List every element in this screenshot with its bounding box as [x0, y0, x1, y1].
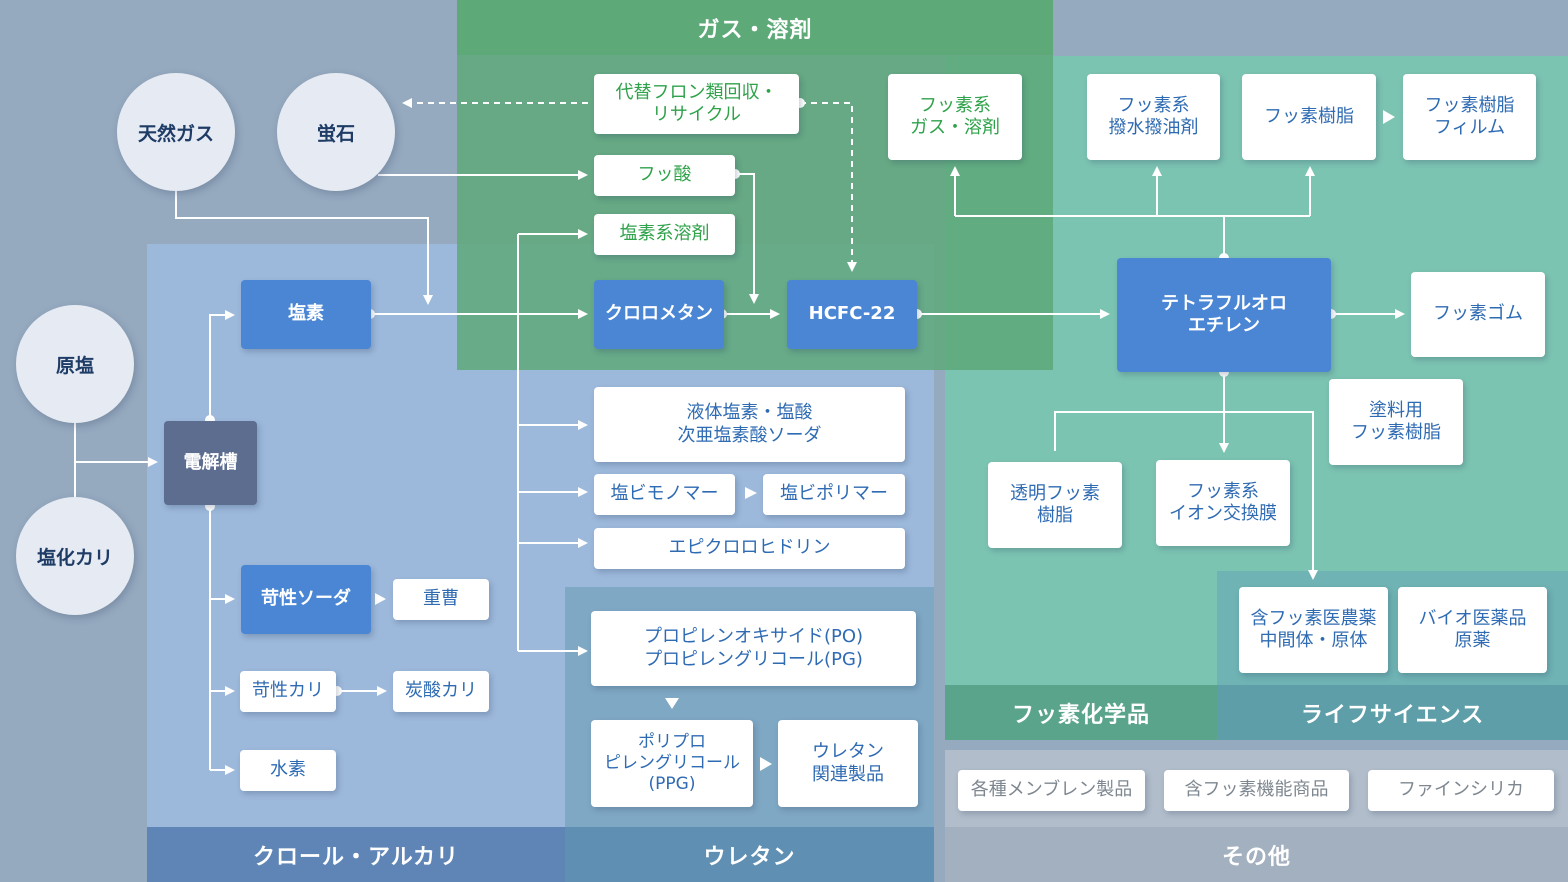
- natural-gas-label: 天然ガス: [137, 122, 214, 145]
- water-oil-repellent-node: フッ素系 撥水撥油剤: [1087, 74, 1220, 160]
- section-fluoro-chem: フッ素化学品: [945, 685, 1217, 740]
- hydrofluoric-acid-node: フッ酸: [594, 155, 735, 196]
- section-fluoro-chem-label: フッ素化学品: [1011, 702, 1150, 728]
- cfc-recycle-label: 代替フロン類回収・ リサイクル: [615, 81, 778, 126]
- sodium-bicarb-node: 重曹: [393, 579, 489, 620]
- hcfc22-node: HCFC-22: [787, 280, 917, 349]
- raw-salt-circle: 原塩: [16, 305, 134, 423]
- membrane-products-label: 各種メンブレン製品: [970, 779, 1133, 801]
- electrolysis-node: 電解槽: [164, 421, 257, 505]
- pharma-intermediate-node: 含フッ素医農薬 中間体・原体: [1239, 587, 1388, 673]
- tfe-node: テトラフルオロ エチレン: [1117, 258, 1331, 372]
- potassium-chloride-label: 塩化カリ: [36, 546, 113, 569]
- section-life-science: ライフサイエンス: [1217, 685, 1568, 740]
- section-chlor-alkali: クロール・アルカリ: [147, 827, 565, 882]
- potassium-carbonate-label: 炭酸カリ: [405, 680, 477, 702]
- hydrofluoric-acid-label: フッ酸: [637, 164, 692, 186]
- chlorinated-solvents-label: 塩素系溶剤: [619, 223, 710, 245]
- chloromethane-label: クロロメタン: [605, 303, 713, 325]
- sodium-bicarb-label: 重曹: [423, 588, 459, 610]
- fluoro-functional-label: 含フッ素機能商品: [1184, 779, 1329, 801]
- fine-silica-label: ファインシリカ: [1398, 779, 1524, 801]
- ppg-node: ポリプロ ピレングリコール (PPG): [591, 720, 753, 807]
- fluoro-rubber-label: フッ素ゴム: [1433, 303, 1523, 325]
- section-chlor-alkali-label: クロール・アルカリ: [252, 844, 460, 870]
- section-others: その他: [945, 827, 1568, 882]
- potassium-carbonate-node: 炭酸カリ: [393, 671, 489, 712]
- section-urethane: ウレタン: [565, 827, 934, 882]
- caustic-potash-node: 苛性カリ: [240, 671, 336, 712]
- natural-gas-circle: 天然ガス: [117, 73, 235, 191]
- ion-exchange-node: フッ素系 イオン交換膜: [1156, 460, 1290, 546]
- section-others-label: その他: [1221, 844, 1291, 870]
- chlorine-label: 塩素: [288, 303, 324, 325]
- fluoro-resin-film-label: フッ素樹脂 フィルム: [1424, 94, 1515, 139]
- caustic-potash-label: 苛性カリ: [252, 680, 324, 702]
- membrane-products-node: 各種メンブレン製品: [958, 770, 1145, 811]
- fluoro-gas-solvent-label: フッ素系 ガス・溶剤: [910, 94, 1000, 139]
- liquid-chlorine-node: 液体塩素・塩酸 次亜塩素酸ソーダ: [594, 387, 905, 462]
- hcfc22-label: HCFC-22: [808, 303, 896, 325]
- pvc-node: 塩ビポリマー: [763, 474, 905, 515]
- fluoro-resin-label: フッ素樹脂: [1264, 105, 1354, 127]
- section-gas-solvent-label: ガス・溶剤: [697, 17, 813, 43]
- coating-resin-node: 塗料用 フッ素樹脂: [1329, 379, 1463, 465]
- coating-resin-label: 塗料用 フッ素樹脂: [1351, 399, 1441, 444]
- chlorinated-solvents-node: 塩素系溶剤: [594, 214, 735, 255]
- pharma-intermediate-label: 含フッ素医農薬 中間体・原体: [1250, 607, 1377, 652]
- fluorite-circle: 蛍石: [277, 73, 395, 191]
- potassium-chloride-circle: 塩化カリ: [16, 497, 134, 615]
- urethane-products-node: ウレタン 関連製品: [778, 720, 918, 807]
- bio-pharma-node: バイオ医薬品 原薬: [1398, 587, 1547, 673]
- electrolysis-label: 電解槽: [183, 451, 238, 473]
- fluoro-rubber-node: フッ素ゴム: [1411, 272, 1545, 357]
- epichlorohydrin-node: エピクロロヒドリン: [594, 528, 905, 569]
- section-gas-solvent: ガス・溶剤: [457, 0, 1053, 55]
- fine-silica-node: ファインシリカ: [1368, 770, 1554, 811]
- epichlorohydrin-label: エピクロロヒドリン: [668, 537, 831, 559]
- chlorine-node: 塩素: [241, 280, 371, 349]
- hydrogen-label: 水素: [270, 759, 306, 781]
- section-life-science-label: ライフサイエンス: [1300, 702, 1485, 728]
- water-oil-repellent-label: フッ素系 撥水撥油剤: [1108, 94, 1199, 139]
- liquid-chlorine-label: 液体塩素・塩酸 次亜塩素酸ソーダ: [677, 402, 822, 446]
- section-urethane-label: ウレタン: [703, 844, 796, 870]
- fluorite-label: 蛍石: [316, 122, 355, 145]
- transparent-resin-node: 透明フッ素 樹脂: [988, 462, 1122, 548]
- fluoro-gas-solvent-node: フッ素系 ガス・溶剤: [888, 74, 1022, 160]
- caustic-soda-node: 苛性ソーダ: [241, 565, 371, 634]
- pvc-label: 塩ビポリマー: [780, 483, 888, 505]
- ppg-label: ポリプロ ピレングリコール (PPG): [604, 731, 740, 795]
- bio-pharma-label: バイオ医薬品 原薬: [1418, 607, 1527, 652]
- po-pg-label: プロピレンオキサイド(PO) プロピレングリコール(PG): [643, 626, 864, 670]
- vcm-label: 塩ビモノマー: [610, 483, 719, 505]
- fluoro-functional-node: 含フッ素機能商品: [1164, 770, 1349, 811]
- caustic-soda-label: 苛性ソーダ: [261, 588, 351, 610]
- hydrogen-node: 水素: [240, 750, 336, 791]
- fluoro-resin-film-node: フッ素樹脂 フィルム: [1403, 74, 1536, 160]
- urethane-products-label: ウレタン 関連製品: [812, 741, 884, 785]
- tfe-label: テトラフルオロ エチレン: [1161, 292, 1287, 337]
- chloromethane-node: クロロメタン: [594, 280, 724, 349]
- vcm-node: 塩ビモノマー: [594, 474, 735, 515]
- transparent-resin-label: 透明フッ素 樹脂: [1010, 482, 1100, 527]
- ion-exchange-label: フッ素系 イオン交換膜: [1169, 480, 1277, 525]
- raw-salt-label: 原塩: [55, 354, 94, 377]
- fluoro-resin-node: フッ素樹脂: [1242, 74, 1376, 160]
- po-pg-node: プロピレンオキサイド(PO) プロピレングリコール(PG): [591, 611, 916, 686]
- cfc-recycle-node: 代替フロン類回収・ リサイクル: [594, 74, 799, 134]
